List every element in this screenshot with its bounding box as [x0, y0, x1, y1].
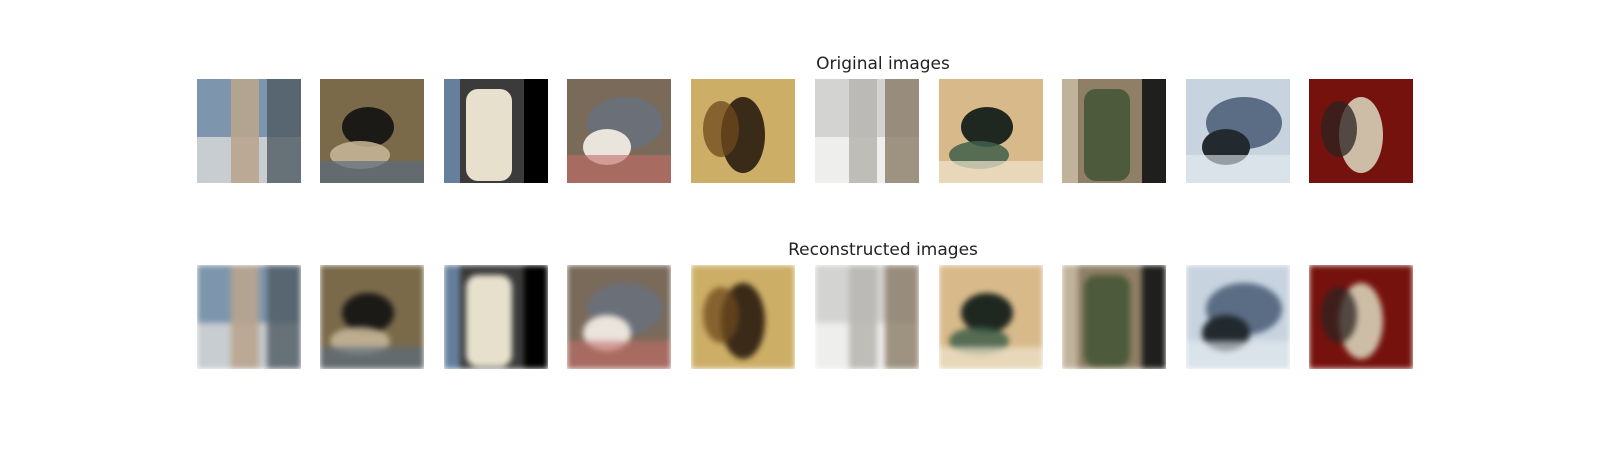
reconstructed-image-7	[939, 265, 1043, 369]
reconstructed-image-10	[1309, 265, 1413, 369]
reconstructed-image-4	[567, 265, 671, 369]
original-image-3	[444, 79, 548, 183]
reconstructed-images-row	[0, 265, 1600, 369]
original-image-7	[939, 79, 1043, 183]
reconstructed-images-title: Reconstructed images	[788, 240, 978, 260]
original-image-10	[1309, 79, 1413, 183]
original-image-5	[691, 79, 795, 183]
reconstructed-image-3	[444, 265, 548, 369]
original-image-2	[320, 79, 424, 183]
reconstructed-image-1	[197, 265, 301, 369]
reconstructed-image-2	[320, 265, 424, 369]
original-images-title: Original images	[816, 54, 950, 74]
original-image-1	[197, 79, 301, 183]
original-image-8	[1062, 79, 1166, 183]
original-image-4	[567, 79, 671, 183]
reconstructed-image-6	[815, 265, 919, 369]
original-image-9	[1186, 79, 1290, 183]
reconstructed-image-9	[1186, 265, 1290, 369]
original-images-row	[0, 79, 1600, 183]
reconstructed-image-8	[1062, 265, 1166, 369]
original-image-6	[815, 79, 919, 183]
reconstructed-image-5	[691, 265, 795, 369]
